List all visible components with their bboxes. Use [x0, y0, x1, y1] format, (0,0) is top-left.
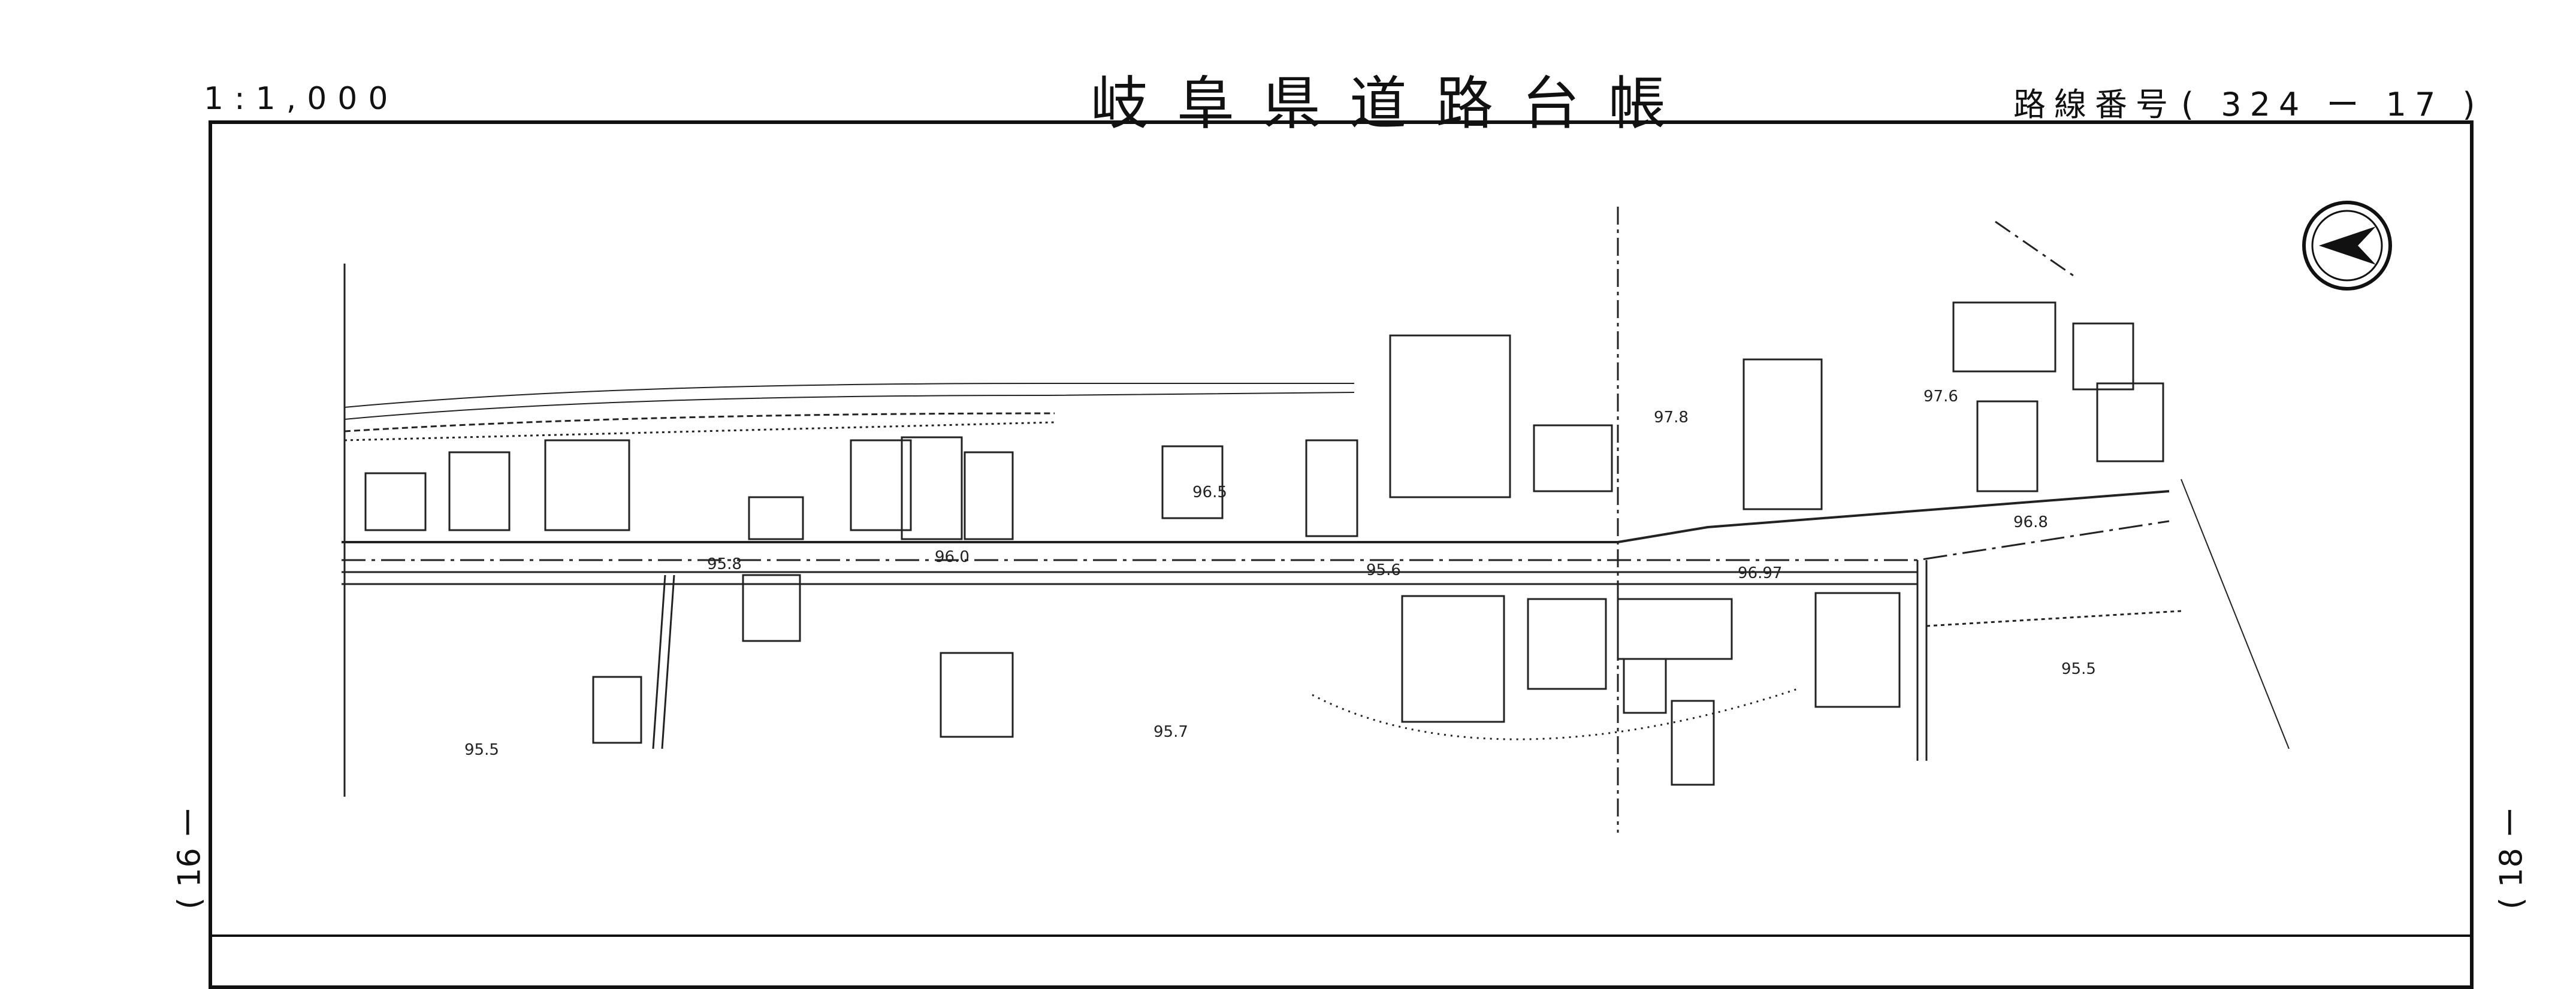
svg-text:97.6: 97.6 [1923, 388, 1958, 406]
svg-text:95.8: 95.8 [707, 555, 742, 573]
map-scale: 1:1,000 [204, 81, 399, 117]
svg-text:95.5: 95.5 [464, 741, 499, 759]
svg-text:97.8: 97.8 [1654, 409, 1689, 427]
route-number: 路線番号 ( 324 ー 17 ) [2013, 78, 2484, 125]
frame-bottom-line [209, 934, 2474, 937]
svg-text:96.8: 96.8 [2013, 513, 2048, 531]
svg-text:95.6: 95.6 [1366, 561, 1401, 579]
svg-text:96.0: 96.0 [935, 548, 970, 566]
svg-text:96.97: 96.97 [1738, 564, 1782, 582]
route-label: 路線番号 [2013, 86, 2176, 123]
svg-text:95.5: 95.5 [2061, 660, 2096, 678]
page-title: 岐阜県道路台帳 [1091, 70, 1695, 137]
road-map: 96.5 95.8 96.0 95.6 96.97 96.8 97.8 97.6… [342, 201, 2392, 833]
svg-text:96.5: 96.5 [1192, 483, 1227, 501]
north-arrow-icon [2302, 201, 2392, 291]
route-number-value: ( 324 ー 17 ) [2181, 86, 2484, 123]
svg-text:95.7: 95.7 [1153, 723, 1188, 741]
